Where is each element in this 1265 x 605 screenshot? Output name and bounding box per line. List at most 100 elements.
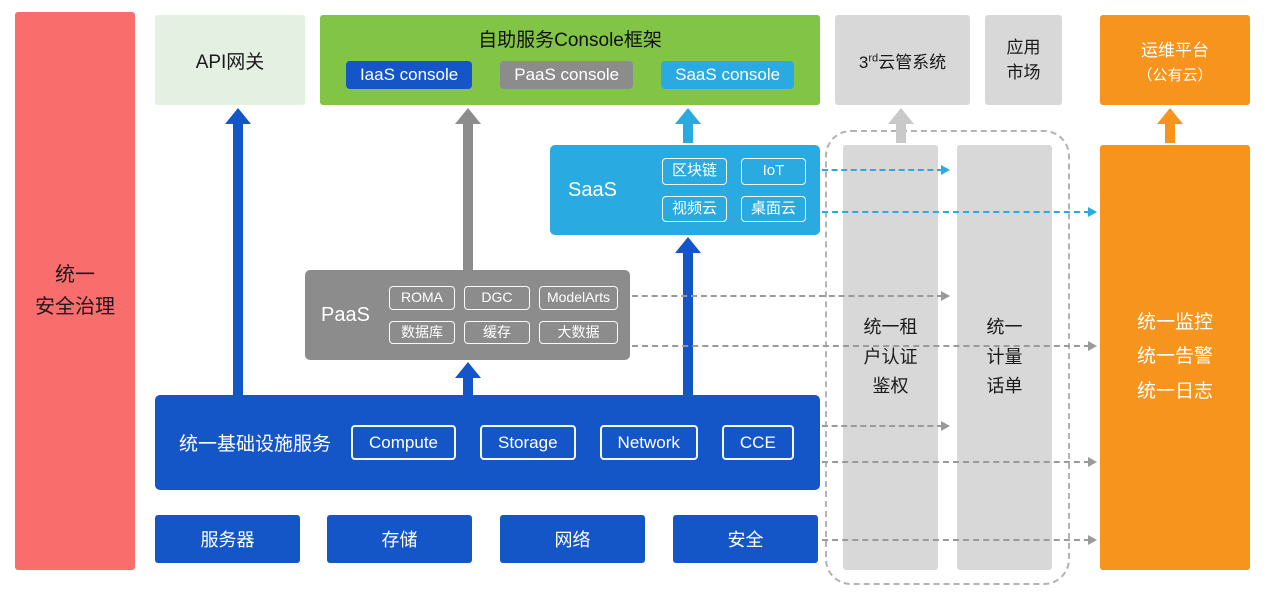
arrow-monitoring-to-om-platform xyxy=(1157,108,1183,143)
om-platform-subtitle: （公有云） xyxy=(1137,66,1213,84)
saas-console-button: SaaS console xyxy=(661,61,795,90)
metering-bar: 统一 计量 话单 xyxy=(957,145,1052,570)
dashed-line xyxy=(822,461,1090,463)
iaas-console-button: IaaS console xyxy=(345,61,473,90)
paas-box: PaaS ROMA DGC ModelArts 数据库 缓存 大数据 xyxy=(305,270,630,360)
third-party-cms-box: 3rd云管系统 xyxy=(835,15,970,105)
arrow-head xyxy=(941,421,950,431)
dashed-arrow-resources-to-monitoring xyxy=(822,535,1097,545)
saas-chip-group: 区块链 IoT 视频云 桌面云 xyxy=(661,157,806,223)
bigdata-chip: 大数据 xyxy=(538,320,618,344)
network-label: 网络 xyxy=(554,530,591,550)
server-label: 服务器 xyxy=(200,530,255,550)
dashed-line xyxy=(632,345,1090,347)
om-platform-box: 运维平台 （公有云） xyxy=(1100,15,1250,105)
dashed-arrow-infra-to-monitoring xyxy=(822,457,1097,467)
tenant-auth-bar: 统一租 户认证 鉴权 xyxy=(843,145,938,570)
app-market-label: 应用 市场 xyxy=(1006,37,1041,83)
infra-box: 统一基础设施服务 Compute Storage Network CCE xyxy=(155,395,820,490)
storage-label: 存储 xyxy=(381,530,418,550)
arrow-head xyxy=(225,108,251,124)
storage-chip: Storage xyxy=(480,424,576,461)
server-box: 服务器 xyxy=(155,515,300,563)
arrow-shaft xyxy=(683,122,693,143)
dashed-arrow-paas-to-metering xyxy=(632,291,950,301)
arrow-tenant-to-third-party-cms xyxy=(888,108,914,143)
arrow-head xyxy=(455,108,481,124)
security-governance-label: 统一 安全治理 xyxy=(35,264,115,318)
third-party-cms-suffix: 云管系统 xyxy=(878,52,947,72)
arrow-shaft xyxy=(463,376,473,395)
dashed-line xyxy=(822,169,943,171)
infra-chip-group: Compute Storage Network CCE xyxy=(351,424,794,461)
arrow-infra-to-paas xyxy=(455,362,481,395)
network-chip: Network xyxy=(599,424,698,461)
tenant-auth-label: 统一租 户认证 鉴权 xyxy=(863,316,918,397)
paas-chip-group: ROMA DGC ModelArts 数据库 缓存 大数据 xyxy=(388,286,618,344)
app-market-box: 应用 市场 xyxy=(985,15,1062,105)
shared-services-dashed-frame xyxy=(825,130,1070,585)
console-frame-title: 自助服务Console框架 xyxy=(478,30,662,51)
om-platform-title: 运维平台 xyxy=(1141,40,1209,60)
api-gateway-box: API网关 xyxy=(155,15,305,105)
storage-box: 存储 xyxy=(327,515,472,563)
dashed-arrow-paas-to-monitoring xyxy=(632,341,1097,351)
blockchain-chip: 区块链 xyxy=(661,157,727,185)
arrow-shaft xyxy=(683,251,693,395)
arrow-infra-to-saas xyxy=(675,237,701,395)
dgc-chip: DGC xyxy=(463,286,530,310)
network-box: 网络 xyxy=(500,515,645,563)
modelarts-chip: ModelArts xyxy=(538,286,618,310)
arrow-head xyxy=(888,108,914,124)
arrow-shaft xyxy=(1165,122,1175,143)
saas-label: SaaS xyxy=(568,178,617,201)
third-party-cms-prefix: 3 xyxy=(858,52,869,72)
dashed-line xyxy=(822,425,943,427)
infra-label: 统一基础设施服务 xyxy=(179,434,332,455)
security-box: 安全 xyxy=(673,515,818,563)
third-party-cms-sup: rd xyxy=(868,51,879,64)
arrow-head xyxy=(1088,535,1097,545)
dashed-arrow-infra-to-metering xyxy=(822,421,950,431)
arrow-head xyxy=(1157,108,1183,124)
monitoring-label: 统一监控 统一告警 统一日志 xyxy=(1136,312,1213,402)
dashed-arrow-saas-to-monitoring xyxy=(822,207,1097,217)
paas-console-button: PaaS console xyxy=(500,61,634,90)
arrow-head xyxy=(455,362,481,378)
third-party-cms-label: 3rd云管系统 xyxy=(859,48,946,73)
arrow-head xyxy=(1088,457,1097,467)
security-governance-bar: 统一 安全治理 xyxy=(15,12,135,570)
paas-label: PaaS xyxy=(321,303,370,326)
iot-chip: IoT xyxy=(740,157,806,185)
arrow-head xyxy=(1088,207,1097,217)
roma-chip: ROMA xyxy=(388,286,455,310)
dashed-line xyxy=(822,539,1090,541)
arrow-head xyxy=(675,108,701,124)
api-gateway-label: API网关 xyxy=(195,51,265,73)
dashed-line xyxy=(822,211,1090,213)
monitoring-bar: 统一监控 统一告警 统一日志 xyxy=(1100,145,1250,570)
compute-chip: Compute xyxy=(351,424,456,461)
arrow-shaft xyxy=(896,122,906,143)
console-frame-box: 自助服务Console框架 IaaS console PaaS console … xyxy=(320,15,820,105)
console-button-row: IaaS console PaaS console SaaS console xyxy=(345,61,795,90)
saas-box: SaaS 区块链 IoT 视频云 桌面云 xyxy=(550,145,820,235)
arrow-saas-to-console xyxy=(675,108,701,143)
arrow-shaft xyxy=(463,122,473,270)
dashed-line xyxy=(632,295,943,297)
arrow-paas-to-console xyxy=(455,108,481,270)
desktop-cloud-chip: 桌面云 xyxy=(740,195,806,223)
arrow-head xyxy=(1088,341,1097,351)
arrow-infra-to-api-gateway xyxy=(225,108,251,395)
video-cloud-chip: 视频云 xyxy=(661,195,727,223)
security-label: 安全 xyxy=(727,530,764,550)
arrow-shaft xyxy=(233,122,243,395)
cce-chip: CCE xyxy=(721,424,794,461)
metering-label: 统一 计量 话单 xyxy=(986,316,1023,397)
arrow-head xyxy=(941,291,950,301)
arrow-head xyxy=(675,237,701,253)
database-chip: 数据库 xyxy=(388,320,455,344)
cache-chip: 缓存 xyxy=(463,320,530,344)
dashed-arrow-saas-to-metering xyxy=(822,165,950,175)
